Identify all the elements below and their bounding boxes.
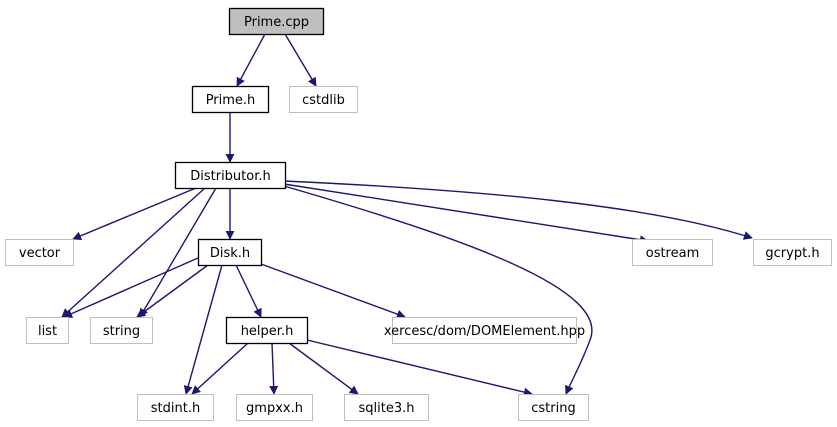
node-dom-element: xercesc/dom/DOMElement.hpp [384,317,585,344]
edge-distributor-h-to-cstring [283,185,593,395]
node-cstdlib: cstdlib [289,86,358,113]
node-stdint-h: stdint.h [137,394,214,421]
node-label: list [38,324,57,339]
node-box [26,317,69,344]
edge-disk-h-to-string [136,264,209,318]
node-box [174,161,287,190]
edge-prime-cpp-to-cstdlib [284,33,317,87]
node-box [392,317,577,344]
edge-disk-h-to-helper-h [235,264,262,318]
node-box [197,238,263,267]
node-prime-h[interactable]: Prime.h [191,85,270,114]
edge-helper-h-to-cstring [306,339,533,397]
edge-prime-cpp-to-prime-h [236,33,266,87]
node-gmpxx-h: gmpxx.h [236,394,313,421]
node-helper-h[interactable]: helper.h [225,316,309,345]
node-label: xercesc/dom/DOMElement.hpp [384,324,585,339]
node-box [137,394,214,421]
node-label: Disk.h [210,246,250,261]
node-box [753,239,832,266]
node-box [632,239,713,266]
node-label: gmpxx.h [246,401,303,416]
edge-disk-h-to-dom-element [260,263,406,319]
node-label: helper.h [241,324,294,339]
edge-helper-h-to-stdint-h [191,342,249,395]
node-box [191,85,270,114]
node-box [289,86,358,113]
node-string: string [90,317,153,344]
edge-distributor-h-to-vector [72,187,197,241]
edges-layer [61,33,753,397]
node-label: stdint.h [151,401,200,416]
node-box [228,7,325,36]
edge-disk-h-to-stdint-h [183,264,223,395]
node-box [236,394,313,421]
node-sqlite3-h: sqlite3.h [344,394,429,421]
node-box [344,394,429,421]
node-label: vector [19,246,61,261]
node-box [518,394,589,421]
edge-disk-h-to-list [63,257,199,318]
node-prime-cpp[interactable]: Prime.cpp [228,7,325,36]
node-label: cstdlib [302,93,345,108]
node-gcrypt-h: gcrypt.h [753,239,832,266]
node-ostream: ostream [632,239,713,266]
node-label: cstring [531,401,575,416]
edge-helper-h-to-gmpxx-h [269,342,279,395]
node-disk-h[interactable]: Disk.h [197,238,263,267]
node-box [5,239,74,266]
node-box [225,316,309,345]
edge-distributor-h-to-gcrypt-h [283,180,753,240]
node-label: gcrypt.h [765,246,819,261]
edge-distributor-h-to-string [139,187,217,318]
node-label: Distributor.h [190,169,271,184]
node-vector: vector [5,239,74,266]
node-label: sqlite3.h [359,401,415,416]
edge-distributor-h-to-list [61,187,206,318]
node-distributor-h[interactable]: Distributor.h [174,161,287,190]
node-cstring: cstring [518,394,589,421]
node-label: ostream [646,246,700,261]
node-label: Prime.cpp [244,15,309,30]
node-label: Prime.h [206,93,256,108]
edge-helper-h-to-sqlite3-h [288,342,359,395]
node-list: list [26,317,69,344]
node-box [90,317,153,344]
node-label: string [103,324,140,339]
